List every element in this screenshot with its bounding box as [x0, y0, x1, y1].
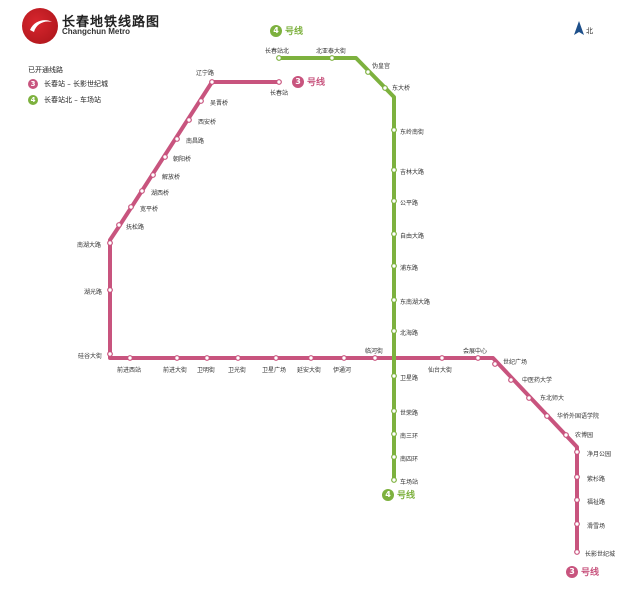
changchun-metro-logo-icon	[22, 8, 58, 44]
station-label: 南湖大路	[77, 242, 102, 249]
line3-label-bottom: 3 号线	[566, 565, 599, 578]
station-label: 延安大街	[297, 367, 322, 374]
station-label: 北亚泰大街	[316, 48, 347, 55]
station-label: 辽宁路	[196, 70, 215, 77]
north-label: 北	[586, 27, 593, 35]
station-label: 会展中心	[463, 348, 488, 355]
station-label: 东岭南街	[400, 129, 425, 136]
line3-label-text: 号线	[581, 568, 600, 578]
station-label: 南三环	[400, 433, 419, 440]
station-label: 东北师大	[540, 395, 565, 402]
station-label: 福祉路	[587, 499, 606, 506]
line3-label-top: 3 号线	[292, 75, 325, 88]
station-label: 世纪广场	[503, 359, 528, 366]
line4-label-top: 4 号线	[270, 24, 303, 37]
station-label: 浦东路	[400, 265, 419, 272]
station-label: 净月公园	[587, 451, 612, 458]
station-label: 抚松路	[126, 224, 145, 231]
station-label: 吴晋桥	[210, 100, 229, 107]
station-label: 湖光路	[84, 289, 103, 296]
legend-item-line3: 3 长春站 – 长影世纪城	[28, 79, 108, 89]
station-label: 南四环	[400, 456, 419, 463]
legend-label: 长春站北 – 车场站	[44, 96, 101, 104]
station-label: 湖西桥	[151, 190, 170, 197]
legend-title: 已开通线路	[28, 66, 63, 74]
station-label: 卫星路	[400, 375, 419, 382]
station-label: 卫光街	[228, 367, 247, 374]
station-label: 自由大路	[400, 233, 425, 240]
station-label: 长春站北	[265, 48, 290, 55]
station-label: 公平路	[400, 200, 419, 207]
station-label: 东南湖大路	[400, 299, 431, 306]
station-label: 长春站	[270, 90, 289, 97]
line4-station-markers	[276, 55, 397, 483]
legend-label: 长春站 – 长影世纪城	[44, 80, 108, 88]
station-label: 前进西站	[117, 367, 142, 374]
line4-label-bottom: 4 号线	[382, 488, 415, 501]
station-label: 北海路	[400, 330, 419, 337]
line3-label-text: 号线	[307, 78, 326, 88]
station-label: 宽平桥	[140, 206, 159, 213]
line3-number-badge: 3	[566, 565, 578, 578]
station-label: 车场站	[400, 479, 419, 486]
line3-track	[108, 80, 579, 552]
station-label: 伊通河	[333, 367, 352, 374]
line3-number-badge: 3	[292, 75, 304, 88]
station-label: 前进大街	[163, 367, 188, 374]
line4-number-badge: 4	[270, 24, 282, 37]
line4-badge: 4	[28, 95, 38, 105]
station-label: 华侨外国语学院	[557, 413, 600, 420]
line4-number-badge: 4	[382, 488, 394, 501]
station-label: 长影世纪城	[585, 551, 616, 558]
map-title: 长春地铁线路图	[62, 15, 161, 30]
station-label: 解放桥	[162, 174, 181, 181]
legend-item-line4: 4 长春站北 – 车场站	[28, 95, 101, 105]
station-label: 硅谷大街	[78, 353, 103, 360]
station-label: 南昌路	[186, 138, 205, 145]
station-label: 伪皇宫	[372, 63, 391, 70]
station-label: 临河街	[365, 348, 384, 355]
station-label: 仙台大街	[428, 367, 453, 374]
station-label: 世荣路	[400, 410, 419, 417]
line4-track	[279, 56, 396, 480]
station-label: 东大桥	[392, 85, 411, 92]
line4-label-text: 号线	[397, 491, 416, 501]
line4-label-text: 号线	[285, 27, 304, 37]
station-label: 卫星广场	[262, 367, 287, 374]
station-label: 滑雪场	[587, 523, 606, 530]
station-label: 紫杉路	[587, 476, 606, 483]
station-label: 西安桥	[198, 119, 217, 126]
station-label: 农博园	[575, 432, 594, 439]
line3-station-markers	[107, 79, 580, 555]
line3-badge: 3	[28, 79, 38, 89]
station-label: 吉林大路	[400, 169, 425, 176]
map-subtitle: Changchun Metro	[62, 27, 130, 36]
station-label: 中医药大学	[522, 377, 553, 384]
station-label: 卫明街	[197, 367, 216, 374]
station-label: 朝阳桥	[173, 156, 192, 163]
north-arrow-icon	[574, 20, 584, 39]
